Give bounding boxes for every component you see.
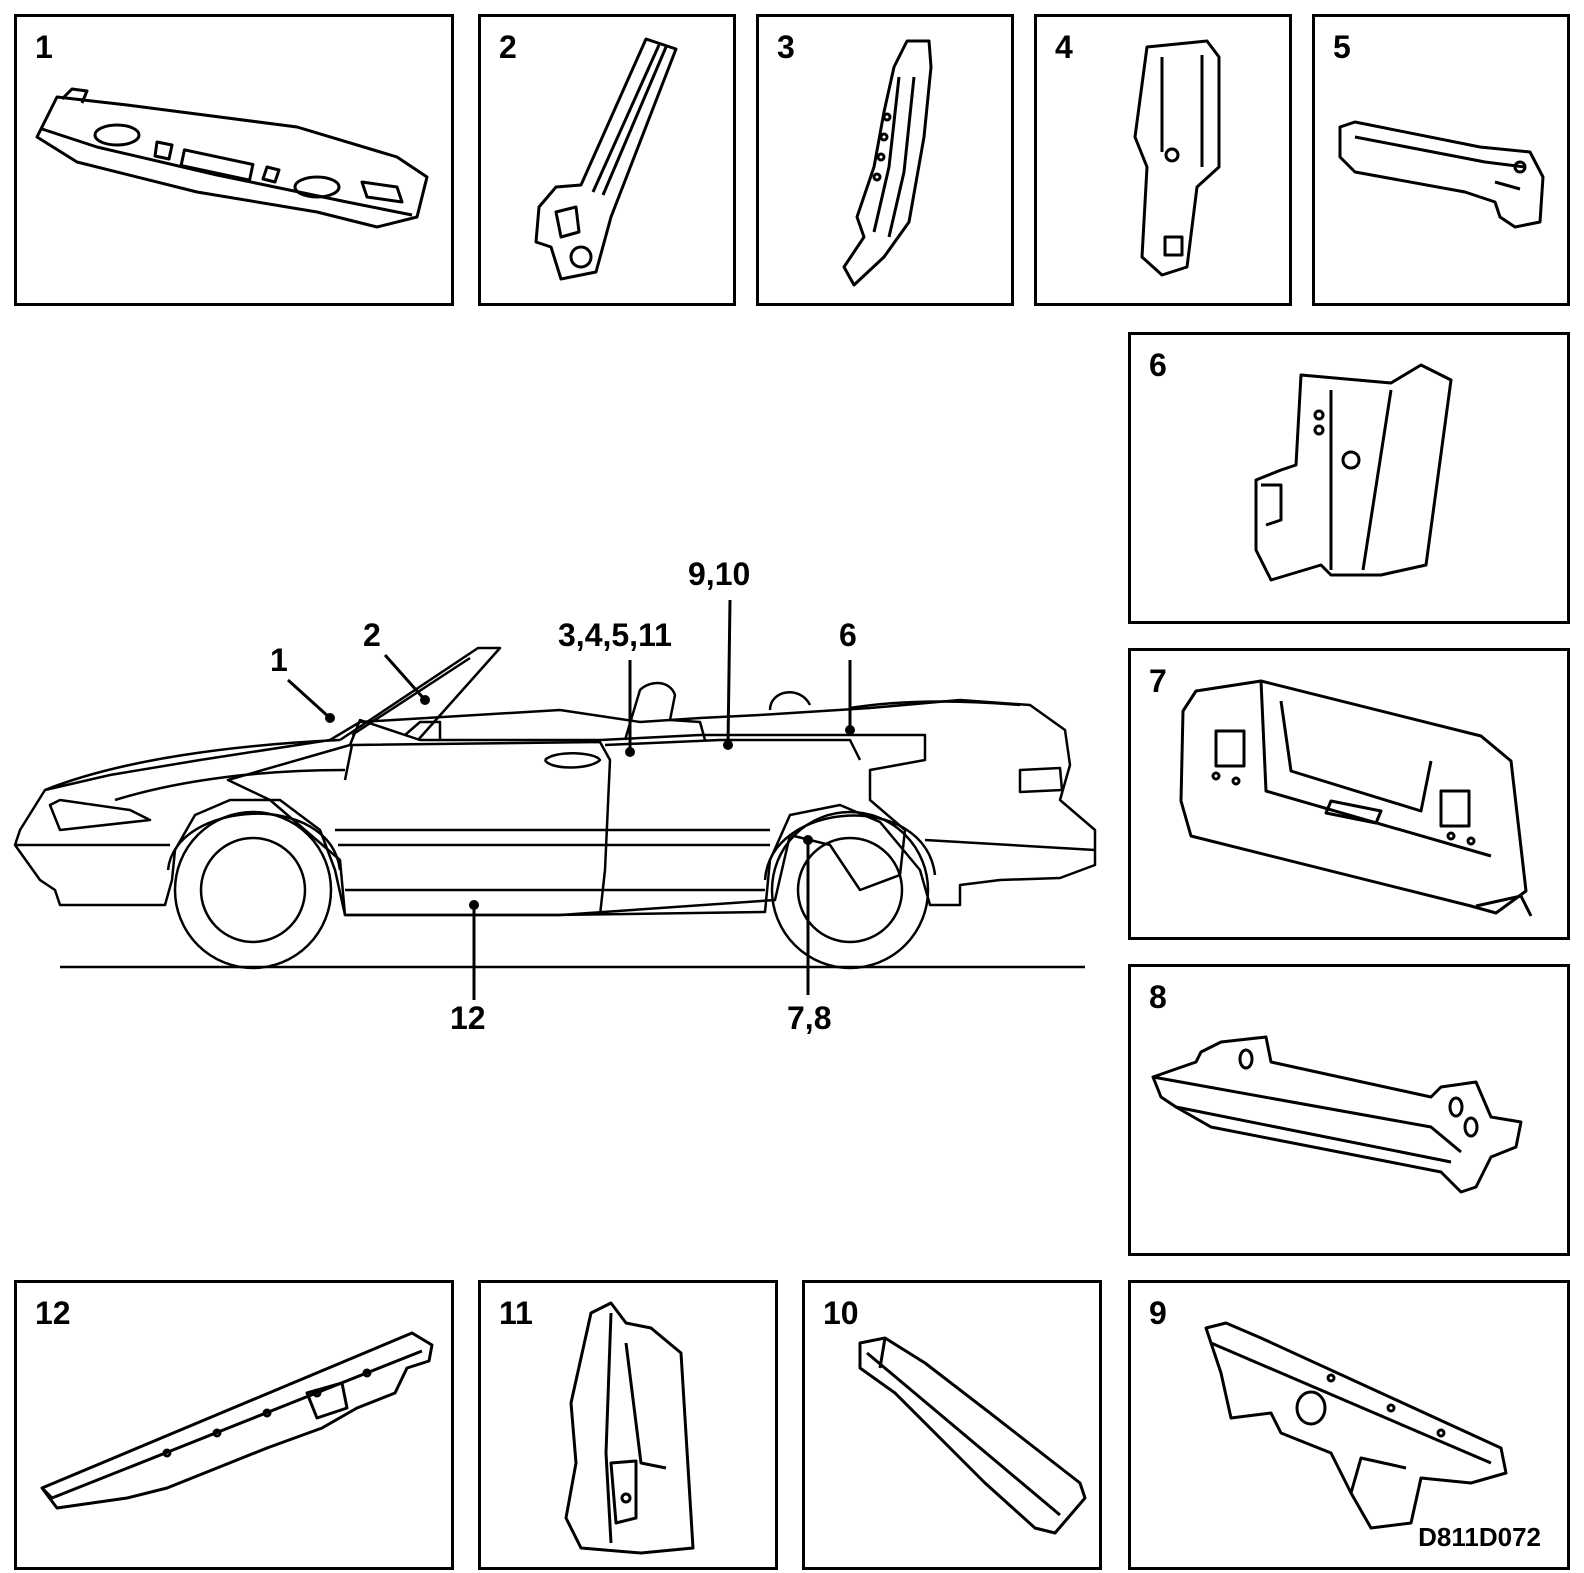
part-panel-3: 3 [756, 14, 1014, 306]
panel-number: 12 [35, 1295, 71, 1331]
panel-number: 9 [1149, 1295, 1167, 1331]
crossmember-drawing [1179, 679, 1533, 917]
panel-number: 2 [499, 29, 517, 65]
side-mirror [404, 720, 442, 740]
tail-light [1018, 766, 1064, 794]
part-panel-10: 10 [802, 1280, 1102, 1570]
side-rub-strip [335, 828, 770, 847]
panel-number: 7 [1149, 663, 1167, 699]
rear-floor-crossmember-drawing [1204, 1321, 1508, 1530]
hood-line [44, 738, 341, 792]
part-panel-8: 8 [1128, 964, 1570, 1256]
part-panel-6: 6 [1128, 332, 1570, 624]
front-wheel-outer [173, 810, 333, 970]
callout-2: 2 [363, 617, 381, 653]
part-panel-1: 1 [14, 14, 454, 306]
rear-rail-drawing [858, 1336, 1087, 1535]
part-panel-9: 9 D811D072 [1128, 1280, 1570, 1570]
callout-12: 12 [450, 1000, 486, 1036]
a-pillar-drawing [534, 37, 678, 281]
door-outline [343, 740, 612, 916]
part-panel-2: 2 [478, 14, 736, 306]
car-side-view-illustration [13, 599, 1097, 1000]
floor-bracket-drawing [1151, 1035, 1523, 1194]
part-panel-12: 12 [14, 1280, 454, 1570]
callout-1: 1 [270, 642, 288, 678]
front-wheel-inner [199, 836, 307, 944]
rear-wheel-inner [796, 836, 904, 944]
c-pillar-section-drawing [1254, 363, 1453, 582]
trunk-line [849, 700, 1021, 710]
sill-rocker-drawing [40, 1331, 434, 1510]
headlight [48, 798, 152, 832]
panel-number: 10 [823, 1295, 859, 1331]
callout-6: 6 [839, 617, 857, 653]
windshield-glass [351, 656, 471, 737]
fender-line [114, 768, 346, 802]
part-panel-4: 4 [1034, 14, 1292, 306]
rear-wheel-outer [770, 810, 930, 970]
panel-number: 11 [499, 1295, 533, 1331]
panel-number: 5 [1333, 29, 1351, 65]
rear-bumper [924, 838, 1096, 852]
pillar-reinforcement-drawing [564, 1301, 695, 1555]
callout-7-8: 7,8 [787, 1000, 832, 1036]
figure-code: D811D072 [1418, 1522, 1541, 1552]
part-panel-5: 5 [1312, 14, 1570, 306]
part-panel-11: 11 [478, 1280, 778, 1570]
callout-9-10: 9,10 [688, 556, 751, 592]
panel-number: 1 [35, 29, 53, 65]
rear-wheel-arch [763, 814, 937, 881]
rear-quarter-line [604, 738, 862, 761]
pillar-bracket-drawing [1133, 39, 1221, 277]
front-wheel-arch [166, 812, 342, 871]
windshield-frame [339, 646, 502, 742]
rear-headrest [768, 691, 812, 711]
cowl-panel-drawing [35, 87, 429, 229]
callout-3-4-5-11: 3,4,5,11 [558, 617, 672, 653]
panel-number: 4 [1055, 29, 1073, 65]
car-body-outline [13, 698, 1097, 917]
door-handle [543, 752, 602, 769]
callout-leader-lines [286, 599, 855, 1000]
panel-number: 6 [1149, 347, 1167, 383]
panel-number: 8 [1149, 979, 1167, 1015]
panel-number: 3 [777, 29, 795, 65]
front-seat [623, 681, 707, 741]
rear-bracket-drawing [1338, 120, 1545, 229]
b-pillar-drawing [842, 39, 933, 287]
part-panel-7: 7 [1128, 648, 1570, 940]
